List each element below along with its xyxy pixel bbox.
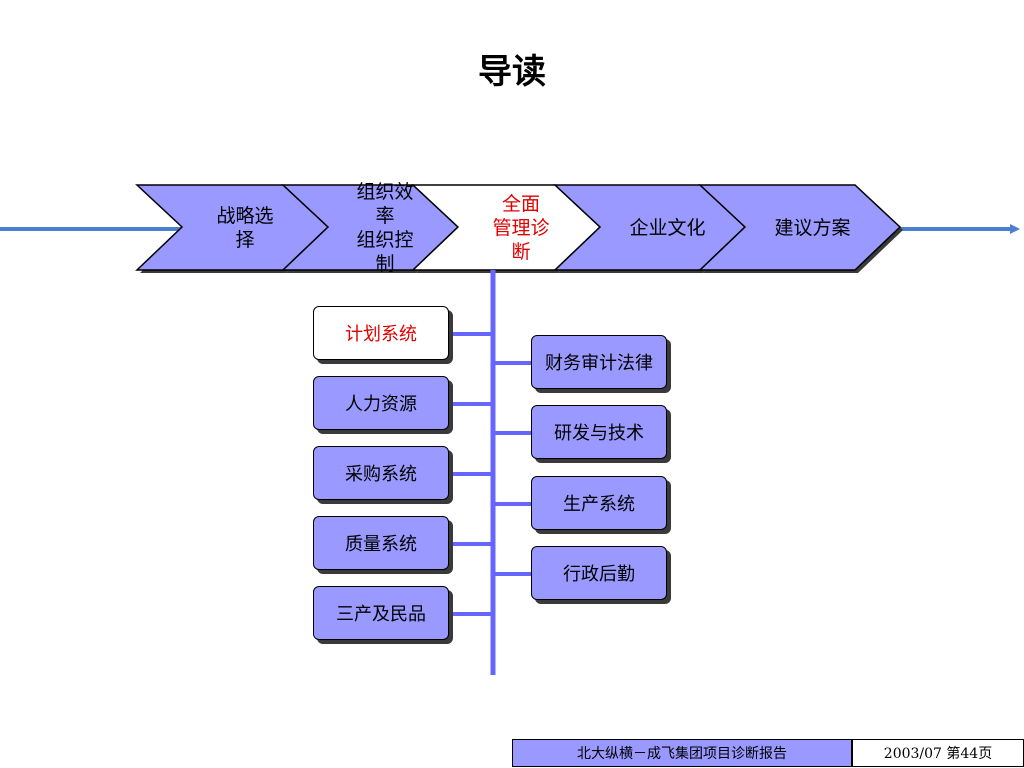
stage-label-4: 企业文化	[629, 216, 706, 239]
system-box-left-4[interactable]: 质量系统	[313, 516, 449, 570]
stage-label-5: 建议方案	[774, 216, 851, 239]
stage-label-3: 全面 管理诊 断	[492, 192, 550, 263]
system-box-left-1[interactable]: 计划系统	[313, 306, 449, 360]
stage-label-2: 组织效 率 组织控 制	[356, 181, 414, 275]
footer-report-title: 北大纵横－成飞集团项目诊断报告	[512, 739, 852, 767]
stage-label-1: 战略选 择	[216, 204, 274, 251]
page-title: 导读	[478, 52, 546, 92]
stage-chevron-5[interactable]	[698, 184, 902, 271]
system-box-right-4[interactable]: 行政后勤	[531, 546, 667, 600]
footer-date-page: 2003/07 第44页	[852, 739, 1024, 767]
system-box-right-2[interactable]: 研发与技术	[531, 405, 667, 459]
system-box-left-5[interactable]: 三产及民品	[313, 586, 449, 640]
system-box-right-3[interactable]: 生产系统	[531, 476, 667, 530]
system-box-left-3[interactable]: 采购系统	[313, 446, 449, 500]
system-box-right-1[interactable]: 财务审计法律	[531, 335, 667, 389]
system-box-left-2[interactable]: 人力资源	[313, 376, 449, 430]
